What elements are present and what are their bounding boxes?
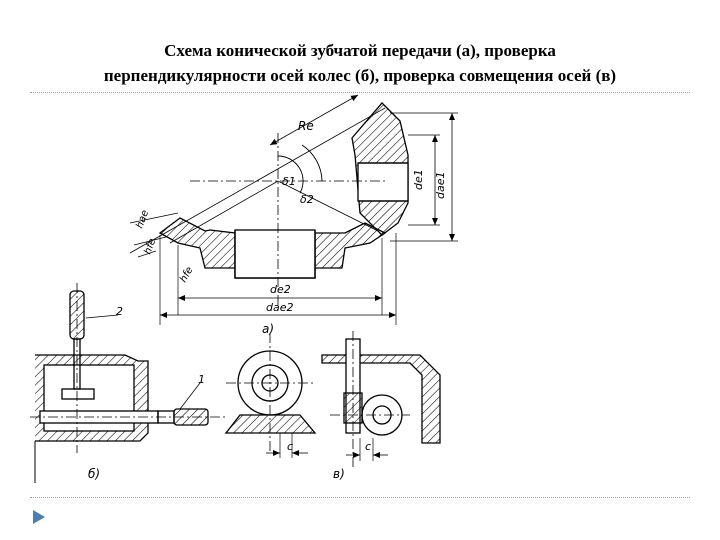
- label-re: Re: [298, 119, 314, 133]
- label-hae: hae: [134, 209, 151, 230]
- label-v: в): [333, 467, 345, 481]
- slide-title: Схема конической зубчатой передачи (а), …: [20, 38, 700, 88]
- label-part-1: 1: [198, 373, 205, 386]
- label-c-mid: c: [287, 440, 293, 453]
- label-delta1: δ1: [282, 175, 296, 188]
- label-part-2: 2: [116, 305, 123, 318]
- top-divider: [30, 92, 690, 93]
- label-a: а): [262, 322, 274, 336]
- drawing-svg: Re de1 dae1 δ1 δ2 hae hfe hfe de2 dae2 а…: [30, 94, 458, 483]
- label-dae1: dae1: [434, 172, 447, 200]
- label-hfe-left: hfe: [142, 237, 158, 256]
- perpendicularity-check: [30, 283, 225, 483]
- bevel-gear-pair: [129, 94, 458, 325]
- title-line-2: перпендикулярности осей колес (б), прове…: [103, 66, 617, 85]
- label-de1: de1: [412, 169, 425, 190]
- technical-drawing: Re de1 dae1 δ1 δ2 hae hfe hfe de2 dae2 а…: [30, 93, 460, 483]
- label-de2: de2: [270, 283, 291, 296]
- label-b: б): [88, 467, 100, 481]
- alignment-check-front: [224, 333, 317, 458]
- label-c-right: c: [365, 440, 371, 453]
- alignment-check-side: [321, 331, 441, 468]
- label-dae2: dae2: [266, 301, 294, 314]
- label-delta2: δ2: [300, 193, 314, 206]
- label-hfe-bottom: hfe: [178, 265, 196, 284]
- title-line-1: Схема конической зубчатой передачи (а), …: [164, 41, 556, 60]
- bottom-divider: [30, 497, 690, 498]
- triangle-right-icon[interactable]: [30, 508, 48, 526]
